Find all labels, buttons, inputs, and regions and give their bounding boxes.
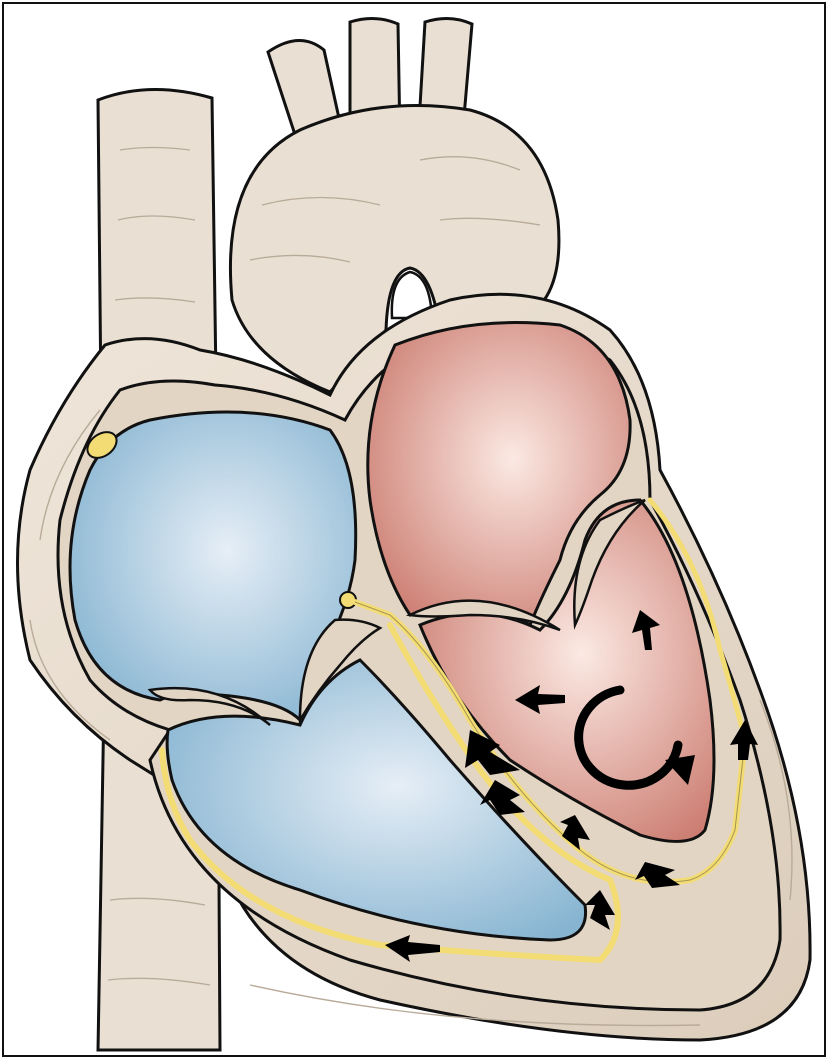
- heart-diagram: [0, 0, 828, 1059]
- heart-illustration: [0, 0, 828, 1059]
